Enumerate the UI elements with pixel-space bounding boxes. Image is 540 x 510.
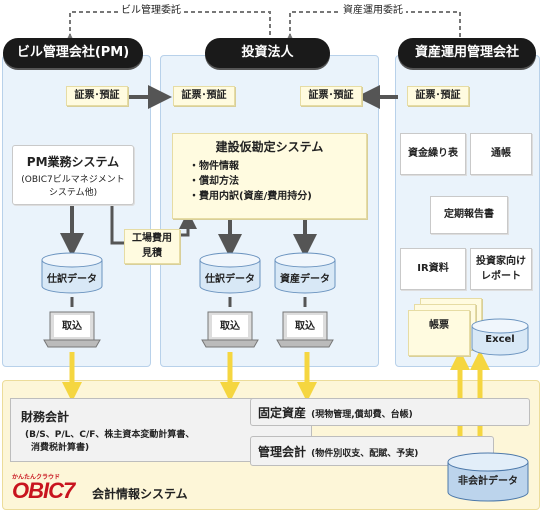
- construction-item-2: ・償却方法: [189, 176, 239, 187]
- asset-data-label: 資産データ: [280, 274, 330, 285]
- bankbook-card: 通帳: [470, 133, 532, 175]
- pm-company-header: ビル管理会社(PM): [3, 38, 143, 68]
- inv-journal-cylinder: [199, 252, 261, 294]
- management-accounting-box: 管理会計 (物件別収支、配賦、予実): [250, 436, 494, 466]
- construction-system-title: 建設仮勘定システム: [215, 140, 324, 154]
- management-accounting-title: 管理会計: [258, 445, 307, 459]
- asset-mgmt-company-header: 資産運用管理会社: [398, 38, 536, 68]
- investment-documents-right: 証票･預証: [300, 86, 362, 106]
- pm-system-subtitle-2: システム他): [48, 188, 98, 198]
- investor-report-card: 投資家向け レポート: [470, 248, 532, 290]
- inv-journal-label: 仕訳データ: [205, 274, 255, 285]
- asset-data-cylinder: [274, 252, 336, 294]
- pm-documents: 証票･預証: [66, 86, 128, 106]
- inv-input-label-1: 取込: [220, 321, 240, 332]
- financial-accounting-sub1: (B/S、P/L、C/F、株主資本変動計算書、: [25, 430, 195, 440]
- obic7-logo: OBIC7: [12, 478, 75, 503]
- investor-report-line1: 投資家向け: [476, 256, 526, 267]
- asset-mgmt-delegation-label: 資産運用委託: [340, 1, 406, 16]
- factory-cost-line1: 工場費用: [132, 233, 172, 244]
- investment-documents-left: 証票･預証: [173, 86, 235, 106]
- construction-item-1: ・物件情報: [189, 161, 239, 172]
- ir-material-card: IR資料: [400, 248, 466, 290]
- excel-cylinder: [471, 318, 529, 356]
- non-accounting-label: 非会計データ: [458, 476, 518, 487]
- obic-logo-small: かんたんクラウド: [12, 474, 61, 481]
- factory-cost-estimate: 工場費用 見積: [124, 229, 180, 264]
- pm-laptop-icon: [43, 311, 101, 348]
- pm-journal-cylinder: [41, 252, 103, 294]
- ledger-card: 帳票: [408, 310, 470, 356]
- fixed-assets-title: 固定資産: [258, 406, 307, 420]
- accounting-system-name: 会計情報システム: [92, 487, 188, 501]
- fixed-assets-sub: (現物管理,償却費、台帳): [311, 410, 413, 420]
- pm-journal-label: 仕訳データ: [47, 274, 97, 285]
- financial-accounting-title: 財務会計: [21, 410, 70, 424]
- cash-flow-card: 資金繰り表: [400, 133, 466, 175]
- inv-input-label-2: 取込: [295, 321, 315, 332]
- fixed-assets-box: 固定資産 (現物管理,償却費、台帳): [250, 398, 530, 426]
- investment-corp-header: 投資法人: [205, 38, 330, 68]
- inv-laptop-icon-1: [201, 311, 259, 348]
- financial-accounting-sub2: 消費税計算書): [31, 443, 90, 453]
- excel-label: Excel: [485, 334, 515, 345]
- construction-item-3: ・費用内訳(資産/費用持分): [189, 191, 312, 202]
- construction-system-box: 建設仮勘定システム ・物件情報 ・償却方法 ・費用内訳(資産/費用持分): [172, 133, 367, 219]
- asset-mgmt-documents: 証票･預証: [407, 86, 469, 106]
- periodic-report-card: 定期報告書: [430, 196, 508, 234]
- non-accounting-cylinder: [447, 452, 529, 502]
- management-accounting-sub: (物件別収支、配賦、予実): [311, 449, 419, 459]
- building-mgmt-delegation-label: ビル管理委託: [118, 1, 184, 16]
- pm-system-subtitle-1: (OBIC7ビルマネジメント: [21, 175, 125, 185]
- pm-input-label: 取込: [62, 321, 82, 332]
- pm-system-box: PM業務システム (OBIC7ビルマネジメント システム他): [12, 145, 134, 205]
- pm-system-title: PM業務システム: [26, 155, 120, 169]
- inv-laptop-icon-2: [276, 311, 334, 348]
- factory-cost-line2: 見積: [142, 248, 162, 259]
- investor-report-line2: レポート: [481, 271, 521, 282]
